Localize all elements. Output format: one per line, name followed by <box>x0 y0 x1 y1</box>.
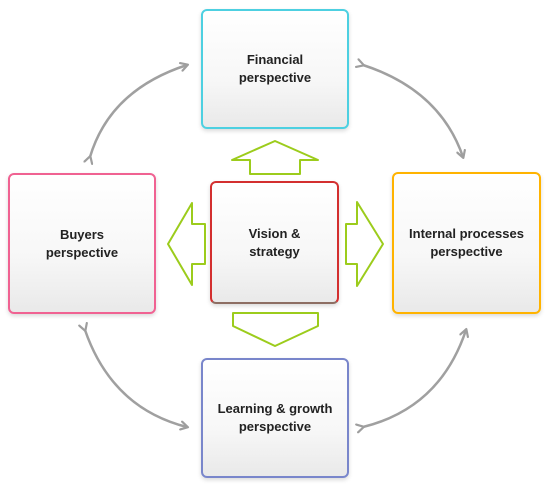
arrow-right-to-internal <box>345 201 384 287</box>
internal-processes-label: Internal processes perspective <box>409 226 524 259</box>
arrow-left-to-buyers <box>167 202 206 286</box>
learning-growth-box: Learning & growth perspective <box>201 358 349 478</box>
arrow-bottom-left <box>85 330 187 427</box>
financial-perspective-box: Financial perspective <box>201 9 349 129</box>
vision-strategy-label: Vision & strategy <box>248 225 301 259</box>
financial-perspective-label: Financial perspective <box>238 52 312 85</box>
vision-strategy-box: Vision & strategy <box>210 181 339 304</box>
arrow-down-to-learning <box>232 312 319 347</box>
arrow-bottom-right <box>363 330 466 427</box>
arrow-top-right <box>363 65 463 157</box>
buyers-perspective-box: Buyers perspective <box>8 173 156 314</box>
internal-processes-box: Internal processes perspective <box>392 172 541 314</box>
arrow-top-left <box>90 65 187 157</box>
buyers-perspective-label: Buyers perspective <box>45 226 119 260</box>
learning-growth-label: Learning & growth perspective <box>217 401 333 434</box>
arrow-up-to-financial <box>231 140 319 175</box>
